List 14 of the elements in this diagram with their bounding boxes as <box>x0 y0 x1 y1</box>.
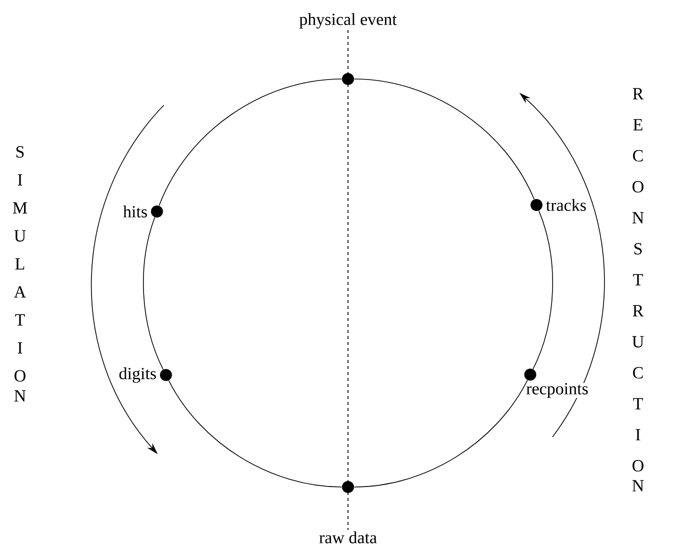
node-label: hits <box>123 205 147 218</box>
node-label: digits <box>119 367 156 383</box>
circle-arc <box>168 380 342 488</box>
circle-arc <box>354 380 528 488</box>
node-label: recpoints <box>526 383 588 398</box>
circle-arc <box>158 78 342 206</box>
node-label: raw data <box>319 531 377 544</box>
circle-arc <box>532 210 553 370</box>
circle-arc <box>354 78 535 200</box>
circle-arc <box>143 216 164 370</box>
node-label: physical event <box>299 13 397 29</box>
vertical-label: SIMULATION <box>12 146 28 402</box>
vertical-label: RECONSTRUCTION <box>632 88 644 492</box>
node-label: tracks <box>546 198 586 211</box>
